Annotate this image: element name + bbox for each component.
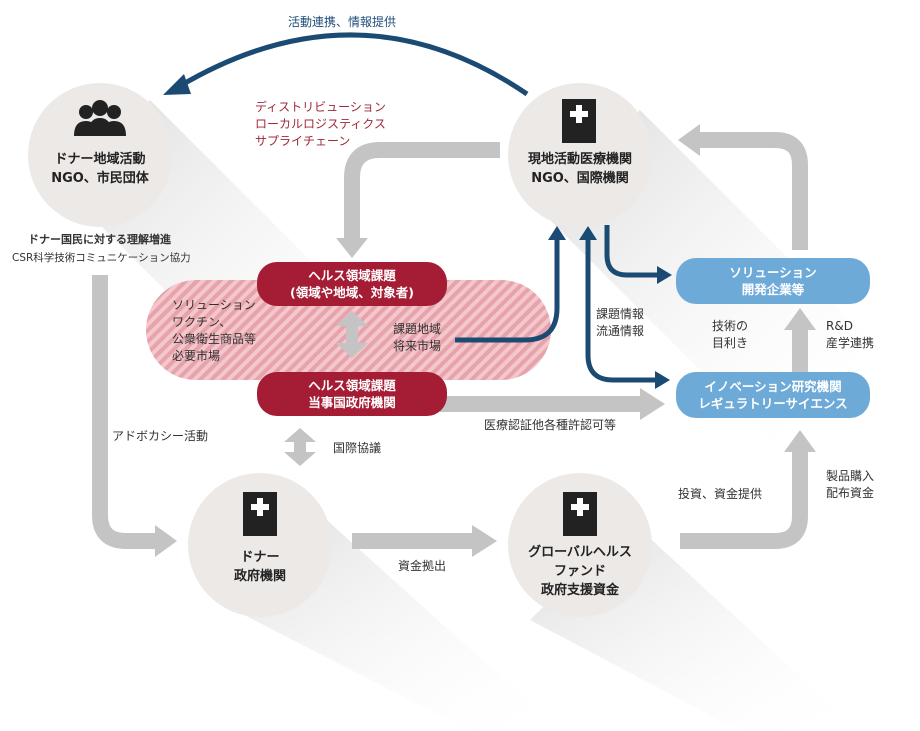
csr-label: CSR科学技術コミュニケーション協力 <box>12 252 191 264</box>
donor-gov-label: ドナー 政府機関 <box>233 550 286 584</box>
donor-understanding-label: ドナー国民に対する理解増進 <box>28 233 171 246</box>
medical-building-icon <box>243 492 277 536</box>
collab-info-label: 活動連携、情報提供 <box>288 15 397 29</box>
info-flow-label: 課題情報 流通情報 <box>596 307 645 338</box>
double-arrows <box>284 311 368 466</box>
solution-market-label: ソリューション ワクチン、 公衆衛生商品等 必要市場 <box>172 298 257 363</box>
circle-local-medical <box>508 83 652 227</box>
gray-arrows <box>92 132 808 549</box>
circle-donor-region <box>28 83 172 227</box>
advocacy-label: アドボカシー活動 <box>112 429 209 443</box>
health-issue-region-pill: ヘルス領域課題 (領域や地域、対象者) <box>257 262 447 306</box>
solution-dev-pill: ソリューション 開発企業等 <box>676 258 870 304</box>
gray-arrowheads <box>155 124 816 557</box>
medical-building-icon <box>562 99 596 143</box>
rd-label: R&D 産学連携 <box>826 319 875 350</box>
navy-arrows <box>178 32 657 383</box>
donor-region-label: ドナー地域活動 NGO、市民団体 <box>51 152 149 186</box>
investment-label: 投資、資金提供 <box>678 487 763 501</box>
funding-label: 資金拠出 <box>398 559 447 573</box>
issue-market-label: 課題地域 将来市場 <box>393 322 442 353</box>
circle-donor-gov <box>188 473 332 617</box>
innovation-pill: イノベーション研究機関 レギュラトリーサイエンス <box>676 372 870 418</box>
tech-eye-label: 技術の 目利き <box>712 319 749 350</box>
health-issue-gov-pill: ヘルス領域課題 当事国政府機関 <box>257 372 447 416</box>
intl-consult-label: 国際協議 <box>333 441 382 455</box>
distribution-label: ディストリビューション ローカルロジスティクス サプライチェーン <box>255 100 386 148</box>
people-icon <box>74 100 126 136</box>
circle-global-fund <box>508 473 652 617</box>
navy-arrowheads <box>163 74 672 389</box>
global-fund-label: グローバルヘルス ファンド 政府支援資金 <box>528 545 632 598</box>
product-purchase-label: 製品購入 配布資金 <box>826 469 875 500</box>
local-medical-label: 現地活動医療機関 NGO、国際機関 <box>527 152 632 186</box>
approval-label: 医療認証他各種許認可等 <box>484 418 617 432</box>
circles <box>28 83 652 617</box>
medical-building-icon <box>563 492 597 536</box>
